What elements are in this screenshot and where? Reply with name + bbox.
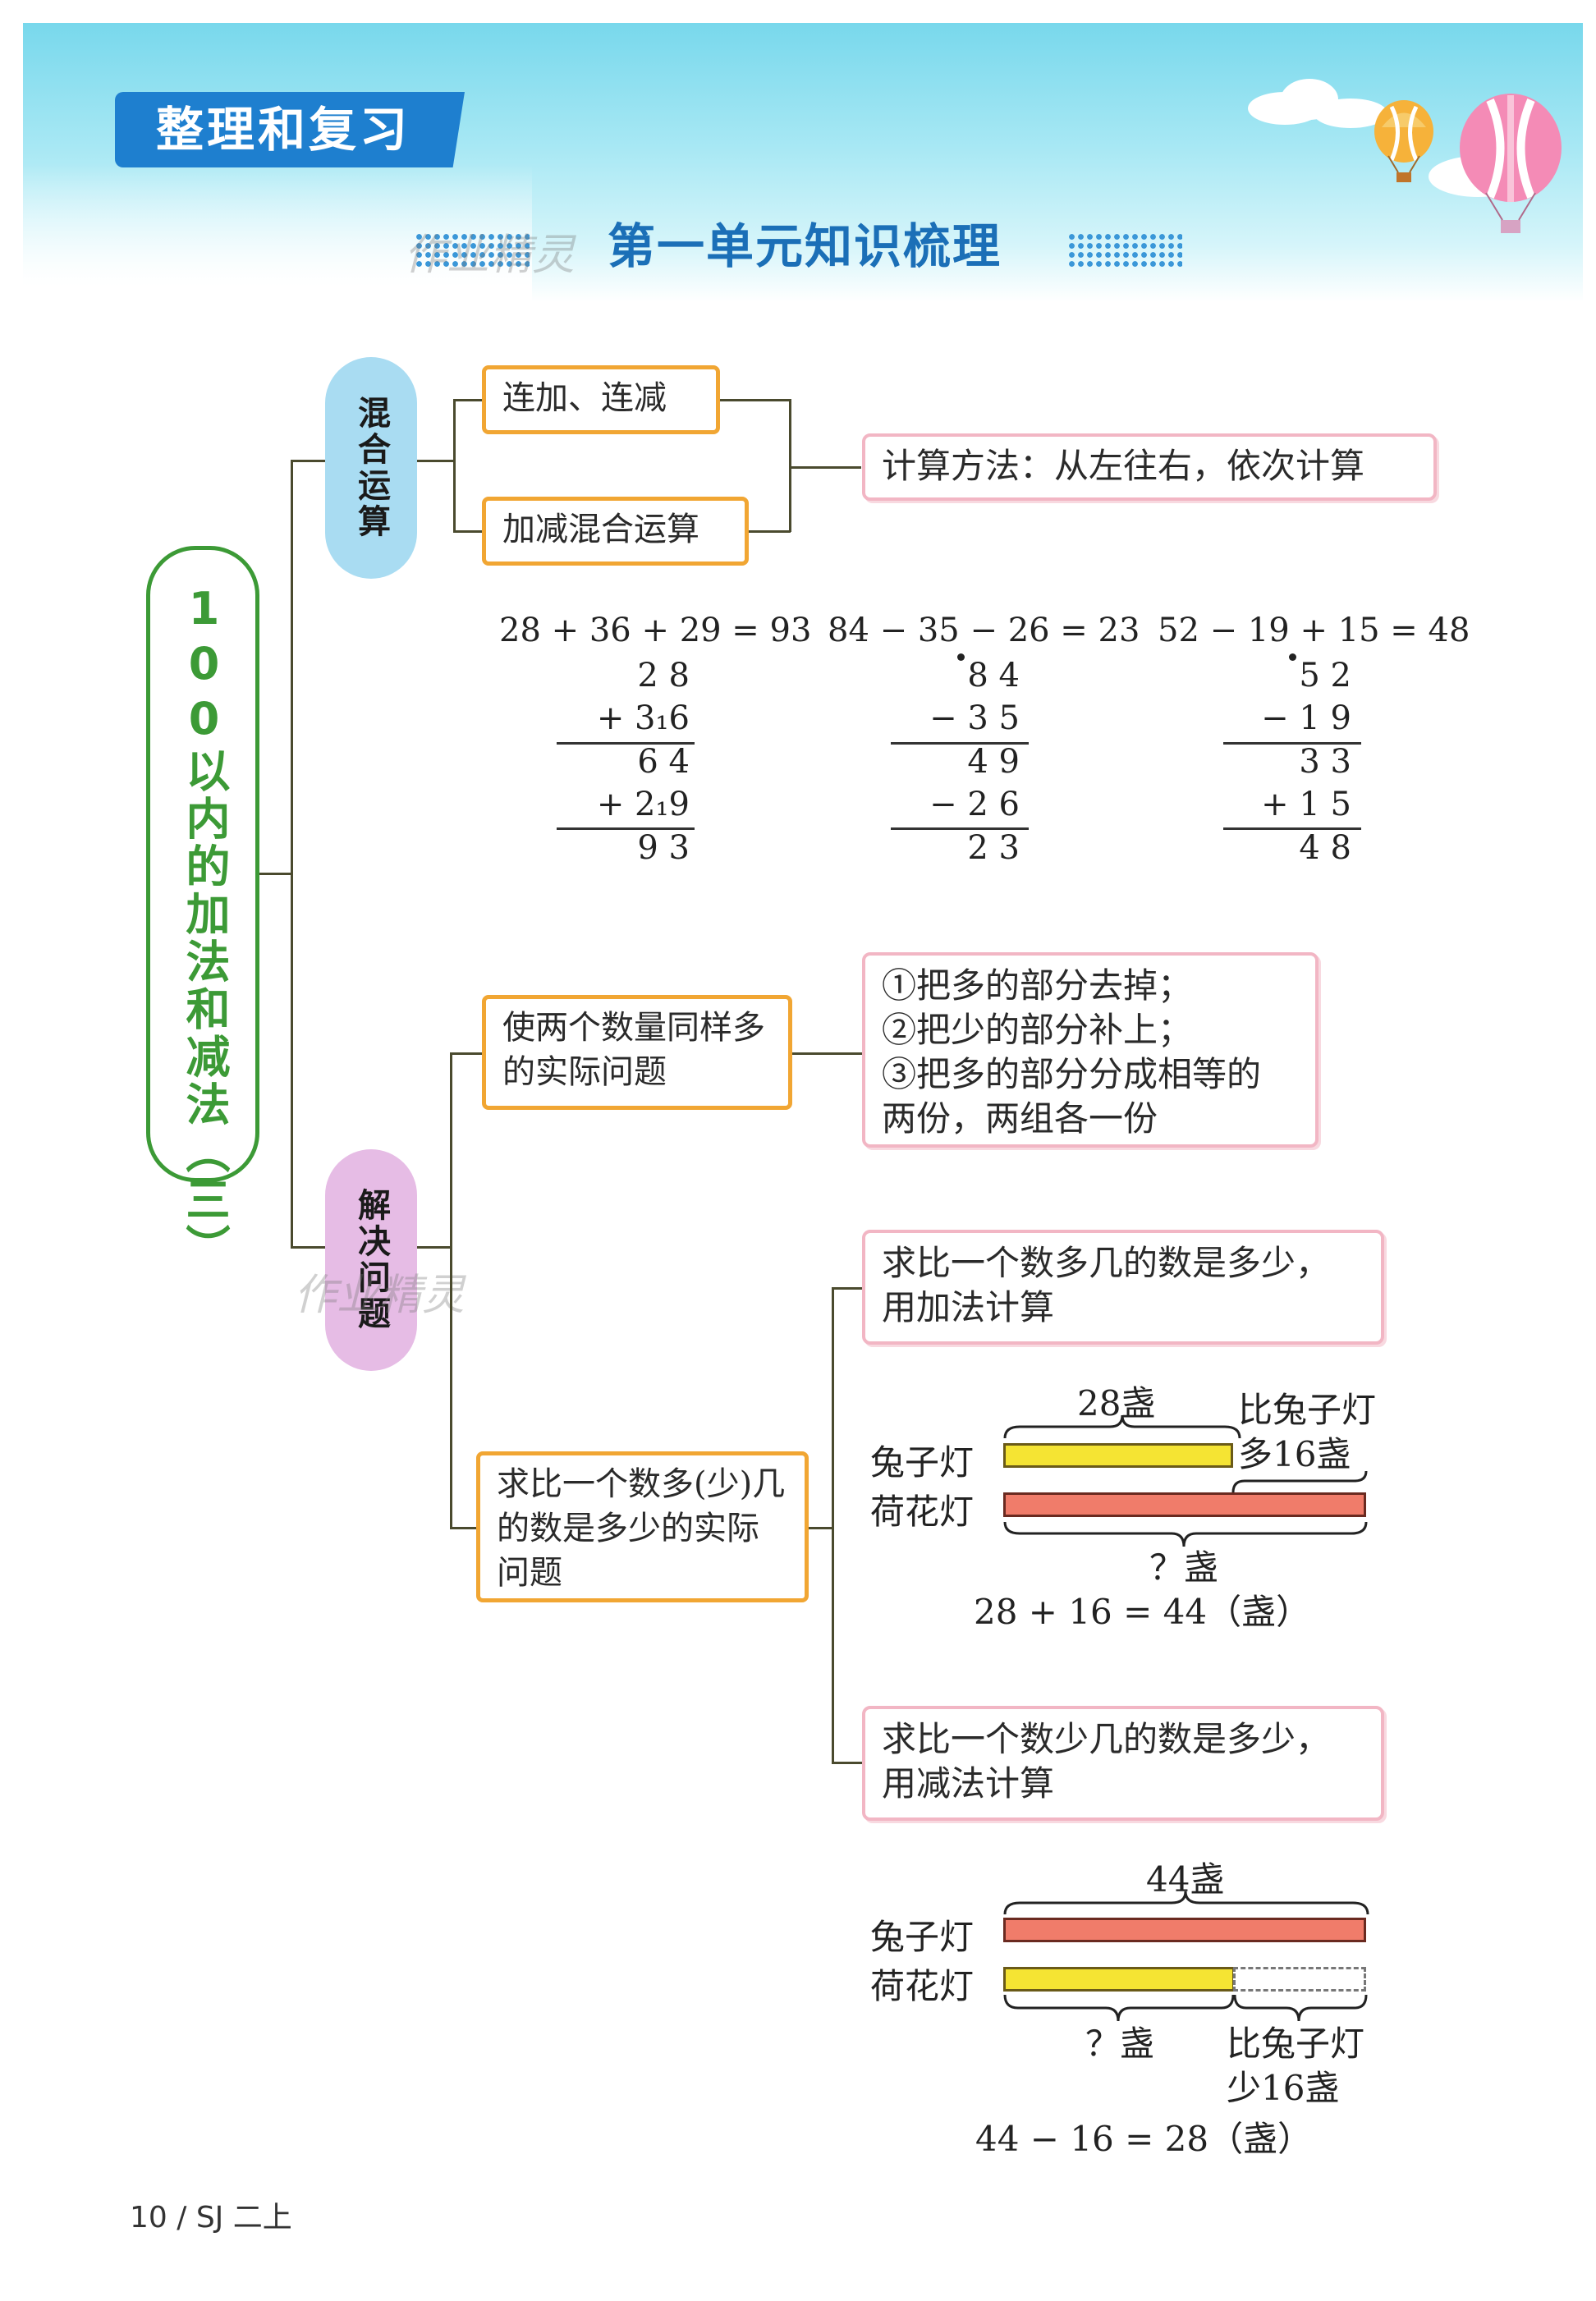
column-row: − 2 6	[897, 786, 1020, 823]
column-row: 6 4	[566, 743, 690, 781]
column-row: 2 3	[897, 829, 1020, 867]
box-continuous-add-sub: 连加、连减	[482, 365, 720, 434]
connector	[809, 1527, 833, 1529]
connector	[417, 460, 455, 462]
column-row: 3 3	[1228, 743, 1351, 781]
column-row: + 1 5	[1228, 786, 1351, 823]
column-row: 4 8	[1228, 829, 1351, 867]
connector	[291, 460, 327, 462]
hot-air-balloon-small-icon	[1367, 99, 1441, 189]
bar-rabbit	[1003, 1918, 1366, 1942]
connector	[291, 1246, 327, 1249]
equation-2: 84 − 35 − 26 = 23	[828, 612, 1140, 649]
connector	[749, 530, 791, 533]
section-badge: 整理和复习	[115, 92, 452, 167]
brace-diff	[1231, 1469, 1368, 1494]
rule-line: 用加法计算	[882, 1286, 1364, 1330]
row-label-lotus: 荷花灯	[870, 1959, 974, 2009]
equation-3: 52 − 19 + 15 = 48	[1158, 612, 1470, 649]
connector	[291, 460, 293, 1248]
column-row: + 2₁9	[566, 786, 690, 823]
rule-line: 求比一个数少几的数是多少，	[882, 1717, 1364, 1762]
connector	[720, 399, 791, 401]
hot-air-balloon-large-icon	[1453, 90, 1568, 238]
watermark: 作业精灵	[404, 220, 575, 282]
more-equation: 28 + 16 = 44（盏）	[974, 1584, 1310, 1634]
column-row: + 3₁6	[566, 699, 690, 737]
box-mixed-add-sub: 加减混合运算	[482, 497, 749, 566]
column-row: 8 4	[897, 657, 1020, 694]
connector	[259, 873, 292, 875]
pill-mixed-operations: 混合运算	[325, 357, 417, 579]
box-equalize-steps: ①把多的部分去掉； ②把少的部分补上； ③把多的部分分成相等的 两份，两组各一份	[862, 952, 1319, 1148]
bar-rabbit	[1003, 1443, 1233, 1468]
diagram-label: 少16盏	[1227, 2060, 1339, 2111]
section-title: 第一单元知识梳理	[575, 218, 1034, 275]
connector	[832, 1287, 834, 1763]
equalize-step: ①把多的部分去掉；	[882, 964, 1299, 1008]
bar-dashed-gap	[1233, 1967, 1366, 1992]
brace-top	[1003, 1414, 1241, 1442]
connector	[453, 399, 456, 532]
rule-line: 用减法计算	[882, 1762, 1364, 1806]
connector	[453, 399, 483, 401]
column-row: 2 8	[566, 657, 690, 694]
connector	[417, 1246, 452, 1249]
equalize-step: ②把少的部分补上；	[882, 1008, 1299, 1052]
connector	[832, 1762, 863, 1764]
box-more-rule: 求比一个数多几的数是多少， 用加法计算	[862, 1230, 1384, 1345]
equation-1: 28 + 36 + 29 = 93	[499, 612, 811, 649]
row-label-rabbit: 兔子灯	[870, 1435, 974, 1485]
connector	[789, 399, 791, 532]
less-equation: 44 − 16 = 28（盏）	[975, 2111, 1312, 2161]
column-row: − 1 9	[1228, 699, 1351, 737]
connector	[450, 1052, 483, 1055]
row-label-lotus: 荷花灯	[870, 1484, 974, 1534]
connector	[450, 1527, 476, 1529]
diagram-label: ？盏	[1149, 1540, 1218, 1590]
column-row: − 3 5	[897, 699, 1020, 737]
connector	[832, 1287, 863, 1290]
column-row: 9 3	[566, 829, 690, 867]
connector	[789, 466, 861, 469]
page-footer: 10 / SJ 二上	[130, 2193, 292, 2236]
column-row: 4 9	[897, 743, 1020, 781]
box-equalize-problem: 使两个数量同样多的实际问题	[482, 995, 792, 1110]
connector	[792, 1052, 863, 1055]
row-label-rabbit: 兔子灯	[870, 1909, 974, 1960]
rule-line: 求比一个数多几的数是多少，	[882, 1241, 1364, 1286]
box-compare-problem: 求比一个数多(少)几的数是多少的实际问题	[476, 1451, 809, 1602]
brace-top	[1003, 1890, 1369, 1918]
watermark: 作业精灵	[294, 1260, 465, 1322]
connector	[450, 1052, 452, 1529]
dot-pattern-right	[1067, 232, 1182, 270]
box-less-rule: 求比一个数少几的数是多少， 用减法计算	[862, 1706, 1384, 1821]
box-calc-method: 计算方法：从左往右，依次计算	[862, 433, 1437, 501]
diagram-label: 比兔子灯	[1238, 1382, 1376, 1432]
column-row: 5 2	[1228, 657, 1351, 694]
equalize-step: ③把多的部分分成相等的	[882, 1052, 1299, 1097]
root-title: 100以内的加法和减法（三）	[171, 583, 236, 1272]
bar-lotus	[1003, 1492, 1366, 1517]
diagram-label: ？盏	[1085, 2016, 1154, 2066]
equalize-step: 两份，两组各一份	[882, 1097, 1299, 1141]
diagram-label: 比兔子灯	[1227, 2016, 1364, 2066]
connector	[453, 530, 483, 533]
bar-lotus	[1003, 1967, 1235, 1992]
